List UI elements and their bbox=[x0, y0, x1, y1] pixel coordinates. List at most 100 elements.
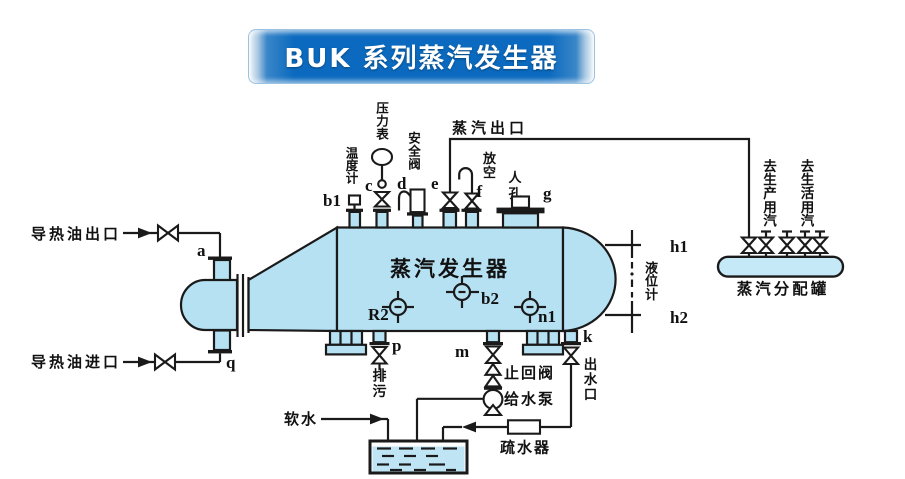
gauge-siphon-icon bbox=[377, 179, 387, 189]
point-h1-label: h1 bbox=[670, 237, 688, 256]
nozzle-b1 bbox=[348, 210, 362, 229]
pressure-gauge-fitting-c: 压力表 c bbox=[365, 101, 394, 229]
water-waves bbox=[377, 447, 457, 472]
vessel-left-header bbox=[179, 278, 239, 332]
safety-valve-fitting-d: 安全阀 d bbox=[397, 131, 428, 229]
point-n1-label: n1 bbox=[538, 307, 556, 326]
valve-f-icon bbox=[463, 192, 481, 210]
point-c-label: c bbox=[365, 176, 373, 195]
point-k-label: k bbox=[583, 327, 593, 346]
nozzle-flange bbox=[369, 342, 390, 346]
steam-outlet-label: 蒸汽出口 bbox=[452, 119, 528, 137]
manhole-nozzle bbox=[501, 212, 540, 229]
gauge-centerline-dot bbox=[630, 272, 634, 276]
port-symbol-b2: b2 bbox=[446, 276, 499, 308]
nozzle-flange bbox=[346, 208, 363, 212]
leg-base bbox=[324, 343, 368, 356]
blowdown-label: 排污 bbox=[373, 368, 387, 401]
valve-e-icon bbox=[440, 191, 460, 210]
thermometer-label: 温度计 bbox=[346, 146, 359, 186]
nozzle-p bbox=[372, 329, 387, 344]
flow-arrow-icon bbox=[370, 413, 384, 425]
point-p-label: p bbox=[392, 336, 401, 355]
level-gauge: h1 h2 液位计 bbox=[605, 230, 688, 333]
nozzle-d bbox=[411, 214, 424, 229]
support-leg-left bbox=[324, 329, 368, 356]
point-q-label: q bbox=[226, 353, 236, 372]
distributor-label: 蒸汽分配罐 bbox=[737, 279, 830, 298]
nozzle-a bbox=[212, 258, 232, 282]
nozzle-a-flange bbox=[208, 256, 232, 260]
nozzle-m bbox=[485, 329, 501, 344]
point-f-label: f bbox=[477, 182, 483, 201]
steam-distributor: 蒸汽分配罐 去生产用汽 去生活用汽 bbox=[716, 158, 845, 298]
point-R2-label: R2 bbox=[368, 305, 389, 324]
support-leg-right bbox=[521, 329, 565, 356]
blowdown-line-p: p 排污 bbox=[369, 329, 401, 401]
distributor-valves bbox=[739, 230, 830, 257]
oil-inlet-line: 导热油进口 q bbox=[31, 329, 236, 372]
feed-water-line-m: m 止回阀 给水泵 bbox=[415, 329, 555, 460]
nozzle-f bbox=[464, 210, 480, 229]
steam-outlet-pipe bbox=[448, 137, 751, 238]
manhole-flange bbox=[496, 207, 545, 214]
vent-fitting-f: 放空 f bbox=[458, 151, 497, 229]
vent-label: 放空 bbox=[482, 151, 497, 181]
level-gauge-label: 液位计 bbox=[645, 261, 658, 303]
pressure-gauge-icon bbox=[370, 147, 394, 167]
safety-valve-discharge-pipe bbox=[397, 190, 412, 211]
thermometer-fitting-b1: 温度计 b1 bbox=[323, 146, 363, 229]
nozzle-flange bbox=[561, 342, 581, 346]
page-title: BUK 系列蒸汽发生器 bbox=[284, 44, 559, 74]
distributor-valve-icon bbox=[756, 236, 776, 255]
valve-c-icon bbox=[372, 190, 392, 208]
water-outlet-label: 出水口 bbox=[584, 356, 598, 403]
soft-water-line: 软水 bbox=[284, 410, 390, 458]
leg-body bbox=[328, 329, 364, 346]
leg-base bbox=[521, 343, 565, 356]
water-tank bbox=[368, 439, 469, 475]
nozzle-c bbox=[375, 210, 389, 229]
distributor-valve-icon bbox=[810, 236, 830, 255]
nozzle-flange bbox=[407, 212, 428, 216]
thermometer-socket-icon bbox=[347, 194, 362, 206]
valve-p-icon bbox=[370, 345, 389, 365]
nozzle-q-flange bbox=[208, 350, 232, 354]
manhole-cover-icon bbox=[510, 195, 531, 209]
distributor-valve-icon bbox=[777, 236, 797, 255]
steam-outlet-line-e: 蒸汽出口 e bbox=[431, 119, 751, 238]
vessel-title: 蒸汽发生器 bbox=[390, 257, 510, 281]
point-b2-label: b2 bbox=[481, 289, 499, 308]
flow-arrow-icon bbox=[138, 356, 152, 368]
nozzle-flange bbox=[373, 208, 391, 212]
water-fill bbox=[372, 446, 465, 472]
pressure-gauge-label: 压力表 bbox=[375, 101, 389, 142]
vent-hook-pipe bbox=[458, 167, 474, 194]
point-g-label: g bbox=[543, 184, 552, 203]
check-valve-icon bbox=[483, 373, 503, 388]
steam-trap-label: 疏水器 bbox=[500, 439, 551, 457]
safety-valve-label: 安全阀 bbox=[407, 131, 421, 172]
point-m-label: m bbox=[455, 342, 469, 361]
vessel-cone bbox=[247, 225, 339, 333]
oil-outlet-label: 导热油出口 bbox=[31, 225, 121, 243]
title-banner: BUK 系列蒸汽发生器 bbox=[248, 29, 595, 84]
valve-m-icon bbox=[483, 345, 503, 365]
steam-trap-icon bbox=[506, 419, 542, 435]
distributor-valve-icon bbox=[739, 236, 759, 255]
oil-outlet-line: 导热油出口 a bbox=[31, 223, 232, 282]
feed-pump-label: 给水泵 bbox=[504, 390, 555, 408]
port-symbol-R2: R2 bbox=[368, 291, 414, 324]
check-valve-icon bbox=[483, 362, 503, 376]
nozzle-e bbox=[442, 210, 458, 229]
port-symbol-n1: n1 bbox=[514, 291, 556, 326]
check-valve-label: 止回阀 bbox=[504, 364, 555, 382]
manhole-fitting-g: 人孔 g bbox=[496, 170, 552, 229]
safety-valve-body-icon bbox=[409, 188, 426, 214]
nozzle-q bbox=[212, 329, 232, 352]
point-d-label: d bbox=[397, 174, 407, 193]
point-e-label: e bbox=[431, 174, 439, 193]
oil-inlet-label: 导热油进口 bbox=[31, 353, 121, 371]
point-b1-label: b1 bbox=[323, 191, 341, 210]
